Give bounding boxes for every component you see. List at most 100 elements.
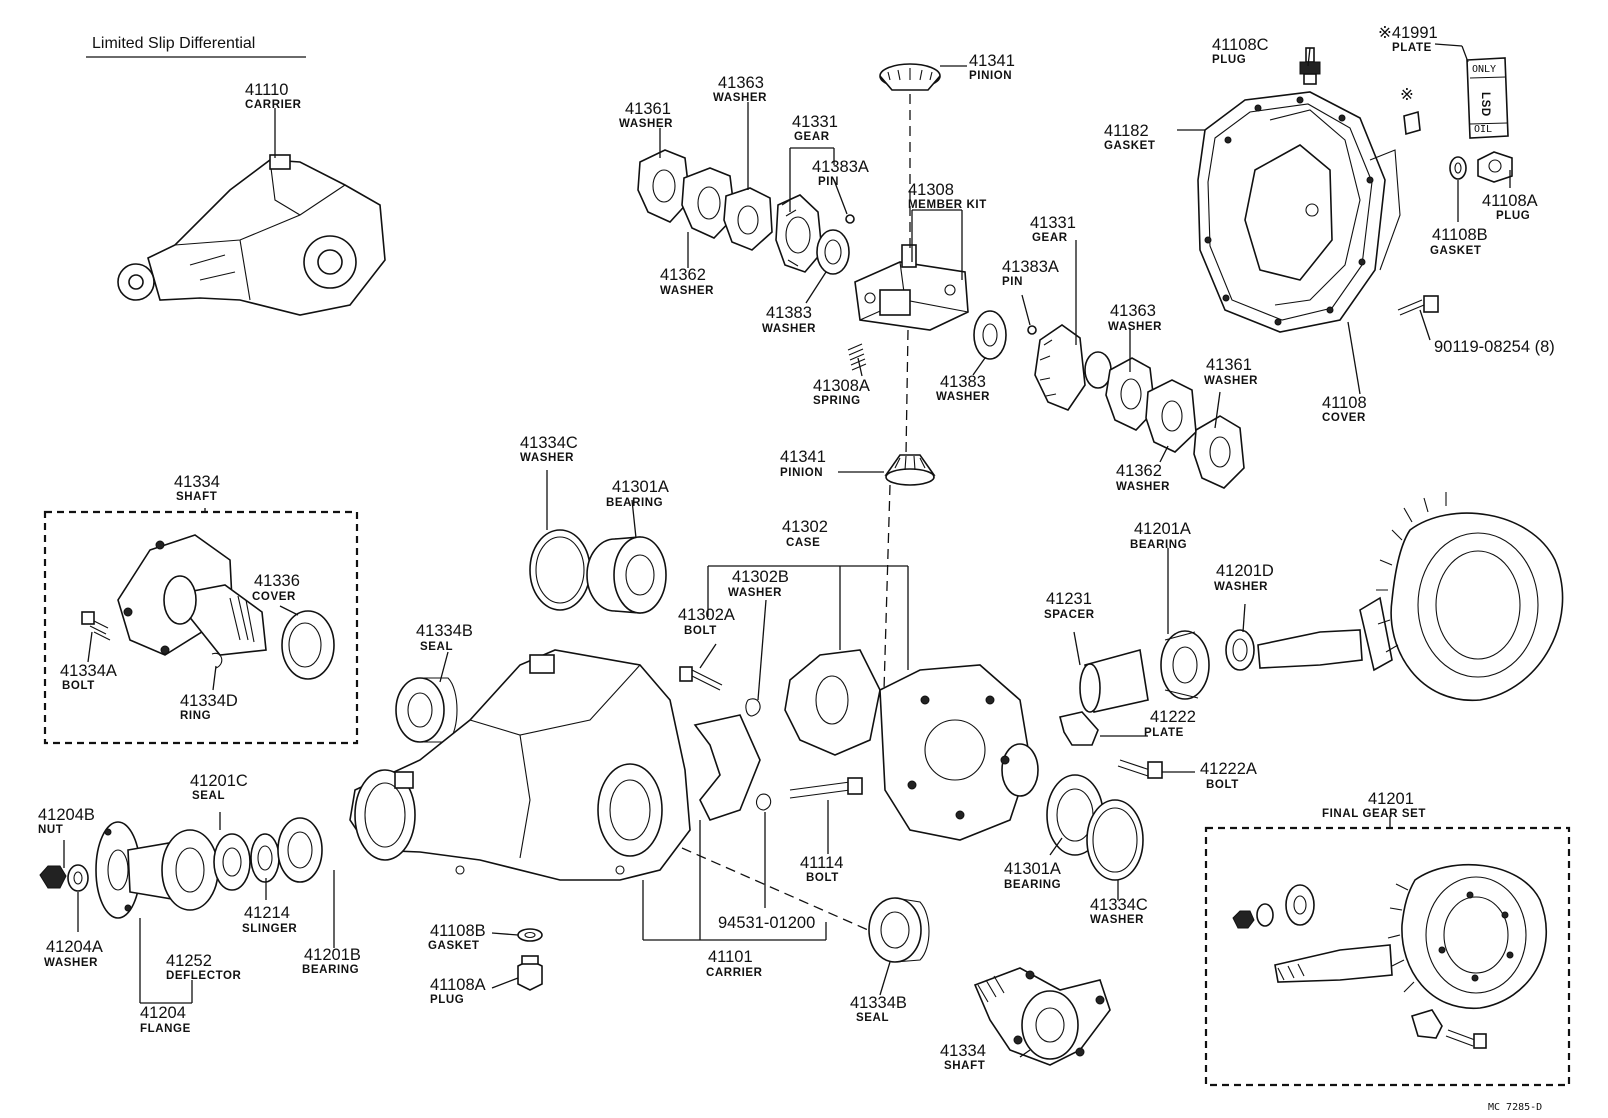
svg-text:BOLT: BOLT: [684, 625, 717, 637]
svg-text:41108A: 41108A: [1482, 192, 1538, 210]
svg-text:41201C: 41201C: [190, 772, 248, 790]
svg-text:SEAL: SEAL: [856, 1012, 889, 1024]
svg-text:ONLY: ONLY: [1472, 64, 1496, 75]
svg-text:COVER: COVER: [252, 591, 296, 603]
callout-41201a: 41201A BEARING: [1130, 520, 1191, 551]
svg-text:BOLT: BOLT: [1206, 779, 1239, 791]
svg-text:WASHER: WASHER: [1214, 581, 1268, 593]
shaft-cover-drawing: [281, 610, 335, 680]
upper-oil-seal-drawing: [395, 677, 458, 743]
svg-text:COVER: COVER: [1322, 412, 1366, 424]
callout-41201b: 41201B BEARING: [302, 946, 361, 976]
bearing-cap-drawing: [693, 714, 761, 821]
svg-text:41204: 41204: [140, 1004, 186, 1022]
right-side-gear-drawing: [1027, 324, 1112, 411]
svg-text:Limited Slip Differential: Limited Slip Differential: [92, 35, 255, 52]
svg-text:41334D: 41334D: [180, 692, 238, 710]
svg-text:DEFLECTOR: DEFLECTOR: [166, 970, 242, 982]
svg-text:GEAR: GEAR: [1032, 232, 1068, 244]
callout-41363-upper: 41363 WASHER: [713, 74, 767, 104]
svg-text:LSD: LSD: [1479, 92, 1491, 117]
svg-text:CASE: CASE: [786, 537, 820, 549]
companion-flange-group-drawing: [39, 817, 323, 919]
right-side-washer-stack-drawing: [1105, 357, 1245, 489]
lock-plate-drawing: [1059, 711, 1099, 746]
svg-text:41302: 41302: [782, 518, 828, 536]
svg-text:41108C: 41108C: [1212, 36, 1269, 54]
svg-text:WASHER: WASHER: [936, 391, 990, 403]
svg-text:SPACER: SPACER: [1044, 609, 1095, 621]
callout-41204a: 41204A WASHER: [44, 938, 103, 969]
pinion-and-ring-gear-drawing: [1257, 492, 1564, 701]
svg-text:WASHER: WASHER: [1090, 914, 1144, 926]
svg-text:41301A: 41301A: [612, 478, 669, 496]
callout-41252: 41252 DEFLECTOR: [166, 952, 242, 982]
svg-text:OIL: OIL: [1474, 124, 1492, 135]
svg-text:41108B: 41108B: [1432, 226, 1488, 244]
case-lock-washer-drawing: [745, 698, 761, 717]
svg-text:41101: 41101: [708, 948, 753, 966]
callout-41108a-lower: 41108A PLUG: [430, 976, 486, 1006]
svg-text:WASHER: WASHER: [619, 118, 673, 130]
svg-text:41334B: 41334B: [416, 622, 473, 640]
svg-text:41308: 41308: [908, 181, 954, 199]
callout-41334c-upper: 41334C WASHER: [520, 434, 578, 464]
callout-41201c: 41201C SEAL: [190, 772, 248, 802]
svg-text:FINAL GEAR SET: FINAL GEAR SET: [1322, 808, 1426, 820]
pinion-washer-drawing: [1225, 629, 1255, 671]
svg-text:PLUG: PLUG: [430, 994, 464, 1006]
callout-41362-right: 41362 WASHER: [1116, 462, 1170, 493]
callout-41362-upper: 41362 WASHER: [660, 266, 714, 297]
carrier-assembly-drawing: [117, 154, 386, 316]
svg-text:PLATE: PLATE: [1392, 42, 1432, 54]
svg-text:41302A: 41302A: [678, 606, 735, 624]
shaft-snap-ring-drawing: [211, 652, 223, 669]
top-right-gasket-plug-drawing: [1449, 151, 1513, 183]
svg-text:41363: 41363: [718, 74, 764, 92]
callout-41383-center: 41383 WASHER: [936, 373, 990, 403]
svg-text:MEMBER KIT: MEMBER KIT: [908, 199, 987, 211]
svg-text:WASHER: WASHER: [520, 452, 574, 464]
svg-text:RING: RING: [180, 710, 211, 722]
svg-text:SHAFT: SHAFT: [944, 1060, 985, 1072]
pinion-spacer-drawing: [1079, 648, 1149, 713]
svg-text:WASHER: WASHER: [1204, 375, 1258, 387]
svg-text:CARRIER: CARRIER: [706, 967, 763, 979]
upper-side-gear-stack-drawing: [637, 149, 855, 275]
svg-text:CARRIER: CARRIER: [245, 99, 302, 111]
svg-text:PIN: PIN: [1002, 276, 1023, 288]
callout-41110: 41110 CARRIER: [245, 81, 302, 111]
svg-text:WASHER: WASHER: [728, 587, 782, 599]
svg-text:41334A: 41334A: [60, 662, 117, 680]
pinion-axis-middle: [905, 329, 909, 456]
differential-case-drawing: [784, 649, 1039, 841]
svg-text:WASHER: WASHER: [660, 285, 714, 297]
callout-41101: 41101 CARRIER: [706, 948, 763, 979]
callout-41383-upper: 41383 WASHER: [762, 304, 816, 335]
member-kit-drawing: [854, 244, 969, 331]
final-gear-set-drawing: [1232, 863, 1548, 1049]
svg-text:41334C: 41334C: [1090, 896, 1148, 914]
callout-41336: 41336 COVER: [252, 572, 300, 603]
carrier-lock-washer-drawing: [755, 793, 772, 811]
svg-text:90119-08254 (8): 90119-08254 (8): [1434, 338, 1555, 356]
case-bolt-drawing: [679, 666, 723, 691]
callout-41361-right: 41361 WASHER: [1204, 356, 1258, 387]
figure-code: MC 7285-D: [1488, 1102, 1542, 1113]
svg-text:PLATE: PLATE: [1144, 727, 1184, 739]
callout-41302a: 41302A BOLT: [678, 606, 735, 637]
callout-41114: 41114 BOLT: [800, 854, 843, 884]
callout-41363-right: 41363 WASHER: [1108, 302, 1162, 333]
callout-41334-lower: 41334 SHAFT: [940, 1042, 986, 1072]
svg-text:41362: 41362: [660, 266, 706, 284]
final-gear-set-box: [1204, 826, 1571, 1087]
drain-gasket-drawing: [517, 928, 543, 942]
svg-text:BEARING: BEARING: [606, 497, 663, 509]
svg-text:41383: 41383: [766, 304, 812, 322]
svg-text:41201A: 41201A: [1134, 520, 1191, 538]
small-tag-drawing: ※: [1400, 86, 1421, 136]
callout-41334b-upper: 41334B SEAL: [416, 622, 473, 653]
shaft-bolt-drawing: [81, 611, 111, 641]
svg-text:41108A: 41108A: [430, 976, 486, 994]
